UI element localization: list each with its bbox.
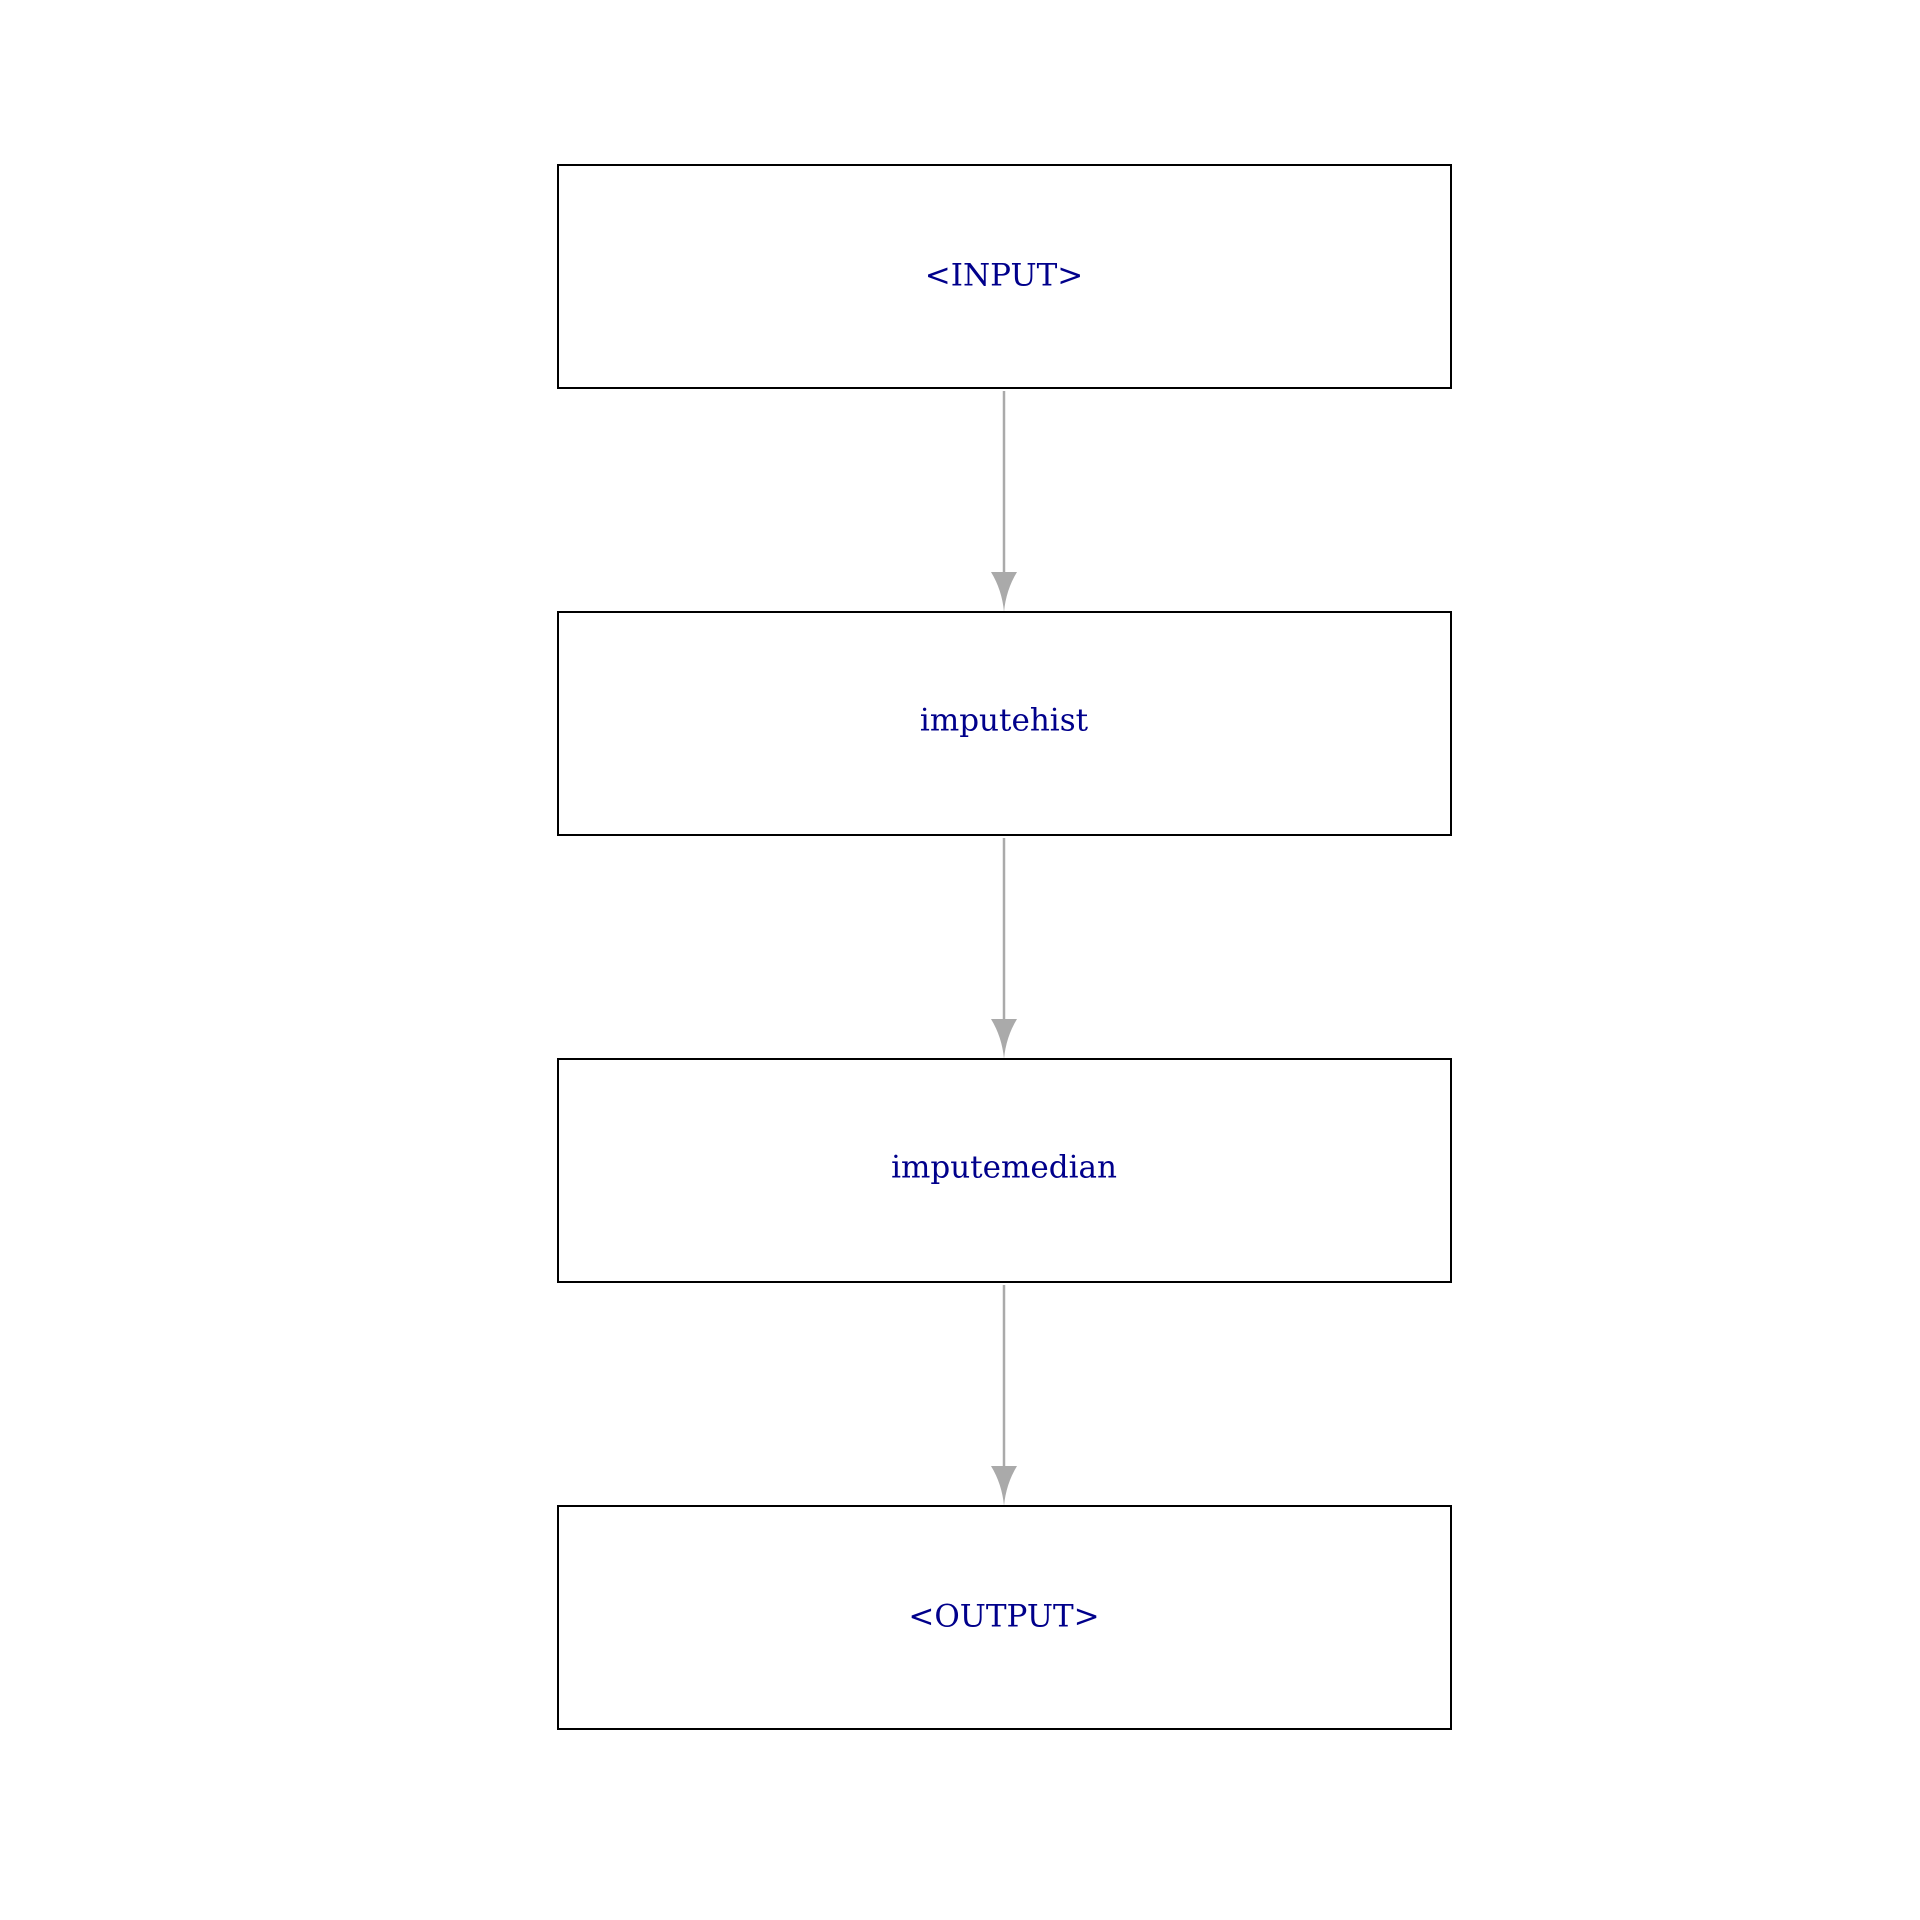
edge-arrowhead	[991, 572, 1017, 612]
node-box	[557, 611, 1452, 836]
edge-arrowhead	[991, 1019, 1017, 1059]
node-box	[557, 164, 1452, 389]
node-box	[557, 1058, 1452, 1283]
node-label: imputemedian	[891, 1150, 1117, 1186]
edge-arrowhead	[991, 1466, 1017, 1506]
node-imputemedian: imputemedian	[557, 1058, 1452, 1283]
nodes-layer: <INPUT> imputehist imputemedian <OUTPUT>	[557, 164, 1452, 1730]
edges-layer	[991, 391, 1017, 1506]
node-input: <INPUT>	[557, 164, 1452, 389]
node-label: <OUTPUT>	[908, 1599, 1099, 1635]
node-imputehist: imputehist	[557, 611, 1452, 836]
node-label: imputehist	[920, 703, 1089, 739]
edge-imputemedian-to-output	[991, 1285, 1017, 1506]
node-output: <OUTPUT>	[557, 1505, 1452, 1730]
node-box	[557, 1505, 1452, 1730]
edge-input-to-imputehist	[991, 391, 1017, 612]
node-label: <INPUT>	[925, 258, 1083, 294]
edge-imputehist-to-imputemedian	[991, 838, 1017, 1059]
